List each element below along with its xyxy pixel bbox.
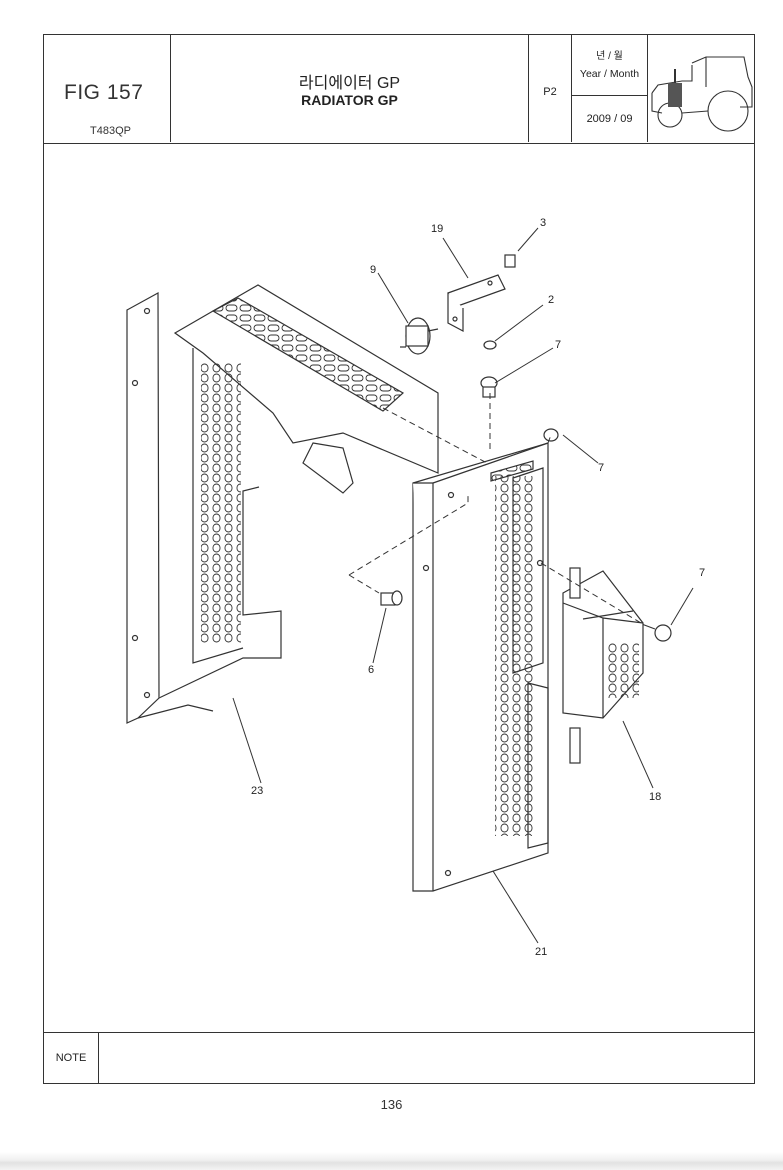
callout-numbers: 19 3 9 2 7 7 7 6 23 18 21: [251, 217, 705, 958]
callout-7-right: 7: [699, 567, 705, 579]
page-number: 136: [380, 1097, 403, 1112]
year-month-label: Year / Month: [579, 68, 640, 80]
tractor-cell: [648, 35, 755, 142]
year-month-korean: 년 / 월: [596, 51, 623, 62]
right-shroud-part: [412, 442, 549, 892]
page-frame: FIG 157 T483QP 라디에이터 GP RADIATOR GP P2 년…: [43, 34, 755, 1084]
year-month-cell: 년 / 월 Year / Month 2009 / 09: [572, 35, 648, 142]
note-row: NOTE: [44, 1032, 754, 1083]
left-shroud-part: [126, 284, 439, 724]
callout-6: 6: [368, 664, 374, 676]
callout-18: 18: [649, 791, 661, 803]
fig-cell: FIG 157 T483QP: [44, 35, 171, 142]
note-label: NOTE: [44, 1033, 99, 1083]
year-month-value: 2009 / 09: [586, 113, 633, 125]
model-code: T483QP: [90, 125, 131, 137]
leader-lines: [232, 227, 694, 944]
tractor-icon: [651, 56, 753, 132]
title-cell: 라디에이터 GP RADIATOR GP: [171, 35, 529, 142]
callout-23: 23: [251, 785, 263, 797]
page-code: P2: [543, 86, 557, 98]
callout-21: 21: [535, 946, 547, 958]
exploded-parts-diagram: 19 3 9 2 7 7 7 6 23 18 21: [126, 217, 705, 958]
rubber-mount-part: [400, 317, 439, 355]
header: FIG 157 T483QP 라디에이터 GP RADIATOR GP P2 년…: [44, 35, 754, 144]
callout-2: 2: [548, 294, 554, 306]
scan-artifact: [0, 1152, 783, 1170]
fastener-parts: [380, 254, 672, 642]
title-korean: 라디에이터 GP: [298, 75, 401, 92]
callout-9: 9: [370, 264, 376, 276]
callout-7-upper: 7: [555, 339, 561, 351]
relay-cover-part: [562, 567, 644, 764]
fig-label: FIG 157: [64, 81, 144, 104]
year-month-divider: [572, 95, 647, 96]
page-code-cell: P2: [529, 35, 572, 142]
callout-3: 3: [540, 217, 546, 229]
callout-19: 19: [431, 223, 443, 235]
assembly-lines: [348, 393, 642, 624]
title-english: RADIATOR GP: [301, 92, 398, 108]
callout-7-middle: 7: [598, 462, 604, 474]
bracket-part: [447, 274, 506, 332]
